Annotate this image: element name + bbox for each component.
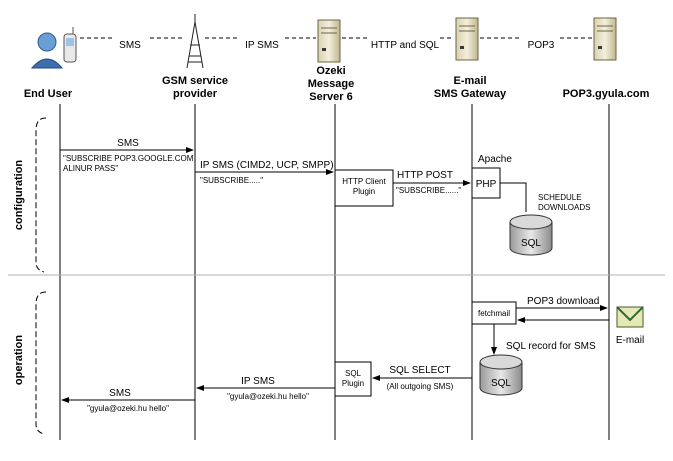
config-sms-text-line1: "SUBSCRIBE POP3.GOOGLE.COM: [63, 154, 194, 163]
php-box: [471, 167, 501, 199]
link-pop3-label: POP3: [528, 40, 555, 51]
config-sms-text-line2: ALINUR PASS": [63, 164, 118, 173]
schedule-line2: DOWNLOADS: [538, 203, 590, 212]
http-client-plugin-line1: HTTP Client: [342, 177, 386, 186]
lane-header-pop3: POP3.gyula.com: [563, 88, 650, 100]
operation-sql-label: SQL: [491, 378, 511, 389]
sql-plugin-line2: Plugin: [342, 379, 364, 388]
operation-ipsms-label: IP SMS: [241, 376, 275, 387]
email-envelope-icon: [616, 306, 644, 328]
configuration-bracket: [35, 117, 47, 273]
lane-header-gsm-line1: GSM service: [162, 75, 228, 87]
schedule-line1: SCHEDULE: [538, 193, 582, 202]
lane-header-gateway-line1: E-mail: [453, 75, 486, 87]
operation-sms-text: "gyula@ozeki.hu hello": [87, 404, 169, 413]
ozeki-server-icon: [317, 19, 341, 63]
mobile-phone-icon: [63, 27, 77, 63]
config-sql-label: SQL: [521, 238, 541, 249]
sql-record-label: SQL record for SMS: [506, 341, 596, 352]
operation-sql-database-icon: [479, 354, 523, 396]
link-ipsms-label: IP SMS: [245, 40, 279, 51]
config-ipsms-text: "SUBSCRIBE.....": [200, 176, 263, 185]
http-client-plugin-line2: Plugin: [353, 187, 375, 196]
sql-plugin-box: [334, 361, 372, 397]
operation-section-label: operation: [13, 335, 25, 385]
configuration-section-label: configuration: [13, 160, 25, 231]
config-ipsms-label: IP SMS (CIMD2, UCP, SMPP): [200, 160, 334, 171]
http-client-plugin-box: [334, 169, 394, 207]
lane-header-ozeki-line1: Ozeki: [316, 65, 345, 77]
pop3-server-icon: [593, 17, 617, 61]
lane-header-end-user: End User: [24, 88, 73, 100]
end-user-icon: [30, 32, 64, 69]
operation-sms-label: SMS: [109, 388, 131, 399]
lane-header-ozeki-line3: Server 6: [309, 91, 352, 103]
sql-plugin-line1: SQL: [345, 369, 362, 378]
email-gateway-server-icon: [455, 17, 479, 61]
config-http-post-text: "SUBSCRIBE......": [396, 186, 461, 195]
email-label: E-mail: [616, 335, 644, 346]
lane-header-gsm-line2: provider: [173, 88, 218, 100]
lane-header-gateway-line2: SMS Gateway: [434, 88, 507, 100]
lane-header-ozeki-line2: Message: [308, 78, 354, 90]
config-http-post-label: HTTP POST: [397, 170, 453, 181]
config-sms-label: SMS: [117, 138, 139, 149]
php-label: PHP: [476, 179, 497, 190]
link-sms-label: SMS: [119, 40, 141, 51]
sql-select-sub-label: (All outgoing SMS): [387, 382, 454, 391]
php-to-sql-connector: [500, 182, 527, 212]
config-sql-database-icon: [509, 214, 553, 256]
operation-ipsms-text: "gyula@ozeki.hu hello": [227, 392, 309, 401]
apache-label: Apache: [478, 154, 512, 165]
operation-bracket: [35, 291, 47, 435]
pop3-download-label: POP3 download: [527, 296, 599, 307]
sql-select-label: SQL SELECT: [389, 365, 450, 376]
antenna-tower-icon: [186, 14, 204, 69]
fetchmail-label: fetchmail: [478, 309, 510, 318]
link-http-sql-label: HTTP and SQL: [371, 40, 440, 51]
lifelines: [59, 104, 610, 440]
